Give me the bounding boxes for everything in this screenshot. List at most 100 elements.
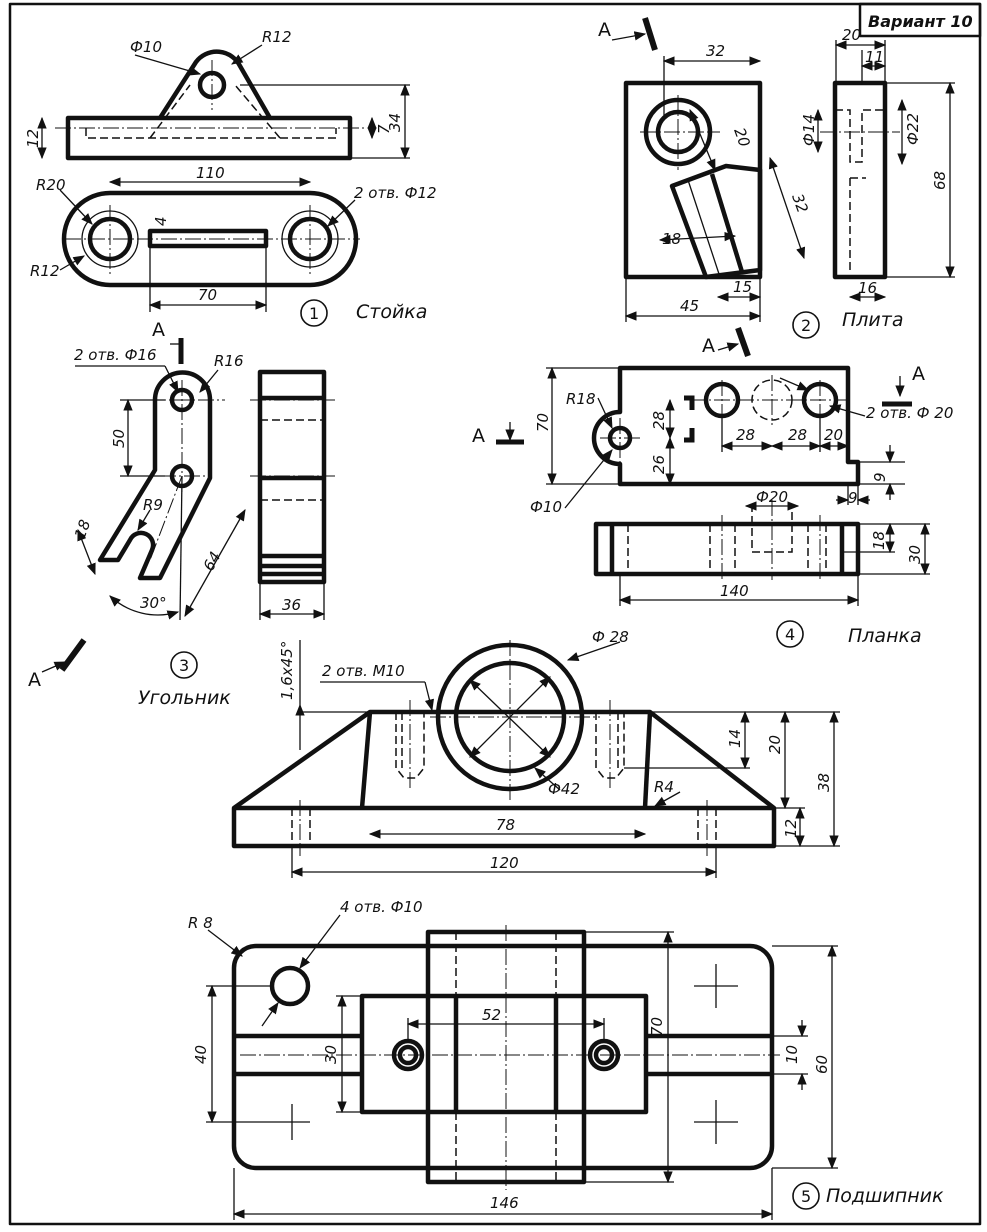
dim-30-bearing: 30 bbox=[322, 1045, 340, 1064]
dim-50: 50 bbox=[110, 429, 128, 448]
part-3-front-view bbox=[75, 365, 246, 621]
section-mark-4b: А bbox=[912, 363, 925, 385]
part-5-number-circle bbox=[792, 1182, 820, 1210]
dim-20-bearing: 20 bbox=[766, 735, 784, 754]
dim-r16: R16 bbox=[214, 352, 244, 370]
dim-phi14: Ф14 bbox=[800, 114, 818, 146]
part-5-top-view bbox=[206, 914, 838, 1220]
part-2-name: Плита bbox=[842, 309, 904, 331]
dim-38: 38 bbox=[815, 773, 833, 792]
dim-140: 140 bbox=[720, 582, 749, 600]
dim-45: 45 bbox=[680, 297, 699, 315]
part-4-front-view bbox=[546, 365, 905, 509]
dim-146: 146 bbox=[490, 1194, 519, 1212]
part-4-planka: 70 R18 28 26 28 28 20 2 отв. Ф 20 9 9 Ф1… bbox=[472, 363, 953, 648]
dim-30-planka: 30 bbox=[906, 545, 924, 564]
part-3-ugolnik: А 2 отв. Ф16 R16 50 R9 18 bbox=[28, 319, 335, 709]
dim-68: 68 bbox=[931, 171, 949, 190]
dim-70-bearing: 70 bbox=[648, 1017, 666, 1036]
section-mark-3b: А bbox=[28, 669, 41, 691]
section-mark-2a: А bbox=[598, 19, 611, 41]
dim-holes-phi12: 2 отв. Ф12 bbox=[354, 184, 437, 202]
dim-phi10: Ф10 bbox=[130, 38, 162, 56]
variant-label: Вариант 10 bbox=[868, 12, 973, 31]
part-2-number: 2 bbox=[801, 316, 811, 335]
dim-4: 4 bbox=[152, 216, 170, 226]
dim-52: 52 bbox=[482, 1006, 501, 1024]
dim-18-planka: 18 bbox=[870, 531, 888, 550]
dim-r20: R20 bbox=[36, 176, 66, 194]
dim-phi10-planka: Ф10 bbox=[530, 498, 562, 516]
dim-30deg: 30° bbox=[140, 594, 167, 612]
dim-r12-top: R12 bbox=[262, 28, 292, 46]
dim-12: 12 bbox=[24, 129, 42, 148]
part-1-front-view bbox=[37, 44, 410, 161]
part-5-name: Подшипник bbox=[826, 1185, 944, 1207]
dim-28-vert: 28 bbox=[650, 411, 668, 430]
dim-7: 7 bbox=[375, 124, 393, 134]
dim-34: 34 bbox=[386, 113, 404, 132]
dim-9-b: 9 bbox=[848, 489, 858, 507]
sheet-frame bbox=[8, 2, 982, 1226]
part-1-name: Стойка bbox=[356, 301, 427, 323]
part-3-number: 3 bbox=[179, 656, 189, 675]
dim-phi20: Ф20 bbox=[756, 488, 788, 506]
part-5-podshipnik: 1,6х45° 2 отв. М10 Ф 28 14 20 38 Ф42 R4 … bbox=[188, 628, 944, 1220]
part-3-name: Угольник bbox=[138, 687, 231, 709]
dim-32-top: 32 bbox=[706, 42, 725, 60]
dim-36: 36 bbox=[282, 596, 301, 614]
dim-r4: R4 bbox=[654, 778, 674, 796]
dim-phi28: Ф 28 bbox=[592, 628, 629, 646]
part-5-front-view bbox=[231, 640, 840, 878]
part-1-top-view bbox=[59, 177, 360, 312]
dim-chamfer: 1,6х45° bbox=[278, 641, 296, 700]
dim-r18: R18 bbox=[566, 390, 596, 408]
section-mark-3a: А bbox=[152, 319, 165, 341]
part-3-number-circle bbox=[170, 651, 198, 679]
dim-12-bearing: 12 bbox=[782, 819, 800, 838]
dim-40: 40 bbox=[192, 1045, 210, 1064]
section-mark-4a: А bbox=[702, 335, 715, 357]
dim-9-a: 9 bbox=[871, 472, 889, 482]
section-mark-4c: А bbox=[472, 425, 485, 447]
dim-78: 78 bbox=[496, 816, 515, 834]
dim-11: 11 bbox=[865, 48, 884, 66]
dim-holes-phi20: 2 отв. Ф 20 bbox=[866, 404, 953, 422]
dim-70-planka: 70 bbox=[534, 413, 552, 432]
dim-28-b: 28 bbox=[788, 426, 807, 444]
dim-20-side: 20 bbox=[842, 26, 861, 44]
part-2-plita: А 32 20 32 18 45 15 bbox=[598, 17, 955, 339]
dim-phi42: Ф42 bbox=[548, 780, 580, 798]
part-4-name: Планка bbox=[848, 625, 922, 647]
part-4-number-circle bbox=[776, 620, 804, 648]
dim-holes-m10: 2 отв. М10 bbox=[322, 662, 405, 680]
dim-10: 10 bbox=[783, 1045, 801, 1064]
dim-phi22: Ф22 bbox=[904, 113, 922, 145]
dim-holes-phi10: 4 отв. Ф10 bbox=[340, 898, 423, 916]
dim-110: 110 bbox=[196, 164, 225, 182]
dim-20-angled: 20 bbox=[730, 125, 753, 149]
dim-16: 16 bbox=[858, 279, 877, 297]
dim-holes-phi16: 2 отв. Ф16 bbox=[74, 346, 157, 364]
dim-26-vert: 26 bbox=[650, 455, 668, 474]
dim-32-angled: 32 bbox=[788, 191, 811, 215]
part-5-number: 5 bbox=[801, 1187, 811, 1206]
dim-20-planka: 20 bbox=[824, 426, 843, 444]
part-4-top-view bbox=[593, 500, 930, 606]
dim-120: 120 bbox=[490, 854, 519, 872]
dim-18: 18 bbox=[662, 230, 681, 248]
dim-70: 70 bbox=[198, 286, 217, 304]
part-1-number: 1 bbox=[309, 304, 319, 323]
dim-14: 14 bbox=[726, 729, 744, 748]
dim-r12-bottom: R12 bbox=[30, 262, 60, 280]
part-4-number: 4 bbox=[785, 625, 795, 644]
part-1-number-circle bbox=[300, 299, 328, 327]
dim-28-a: 28 bbox=[736, 426, 755, 444]
dim-15: 15 bbox=[733, 278, 752, 296]
dim-r9: R9 bbox=[143, 496, 163, 514]
variant-box bbox=[858, 2, 982, 38]
part-2-side-view bbox=[813, 40, 955, 302]
dim-60: 60 bbox=[813, 1055, 831, 1074]
part-1-stoika: Ф10 R12 12 7 34 110 R20 2 отв. Ф12 4 bbox=[24, 28, 437, 327]
